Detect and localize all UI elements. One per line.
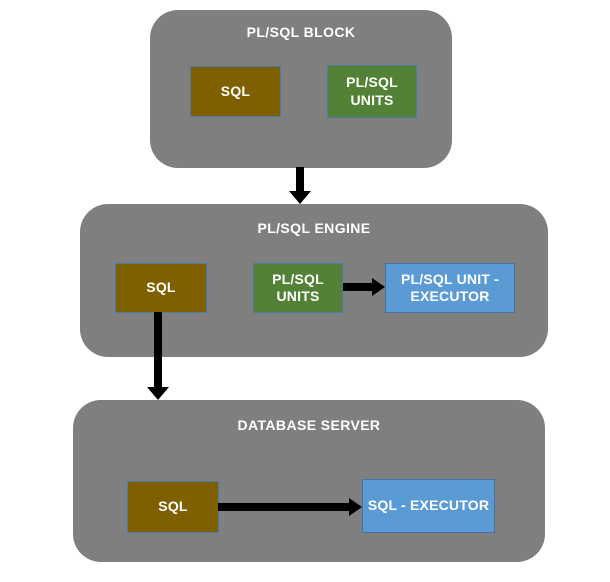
box-plsql-unit-executor: PL/SQL UNIT - EXECUTOR xyxy=(385,263,515,313)
box-sql-database: SQL xyxy=(127,481,219,533)
container-plsql-block-title: PL/SQL BLOCK xyxy=(246,24,356,40)
arrow-shaft xyxy=(154,312,162,389)
container-plsql-engine-title: PL/SQL ENGINE xyxy=(257,220,371,236)
box-sql-executor-label: SQL - EXECUTOR xyxy=(367,497,490,514)
arrow-head-right-icon xyxy=(349,498,362,516)
container-plsql-block: PL/SQL BLOCK SQL PL/SQL UNITS xyxy=(150,10,452,168)
box-sql-engine-label: SQL xyxy=(146,279,176,296)
box-sql-executor: SQL - EXECUTOR xyxy=(362,479,495,533)
arrow-head-right-icon xyxy=(372,278,385,296)
box-plsql-unit-executor-label: PL/SQL UNIT - EXECUTOR xyxy=(400,270,499,305)
box-sql-engine: SQL xyxy=(115,263,207,313)
arrow-head-down-icon xyxy=(289,191,311,204)
container-plsql-engine: PL/SQL ENGINE SQL PL/SQL UNITS PL/SQL UN… xyxy=(80,204,548,357)
box-plsql-units-block: PL/SQL UNITS xyxy=(327,65,417,118)
box-plsql-units-engine-label: PL/SQL UNITS xyxy=(272,270,324,305)
box-sql-block-label: SQL xyxy=(220,82,251,99)
arrow-shaft xyxy=(218,503,351,511)
arrow-shaft xyxy=(296,167,304,193)
box-sql-block: SQL xyxy=(190,66,281,117)
container-database-server-title: DATABASE SERVER xyxy=(237,417,381,433)
arrow-head-down-icon xyxy=(147,387,169,400)
box-plsql-units-engine: PL/SQL UNITS xyxy=(253,263,343,313)
container-database-server: DATABASE SERVER SQL SQL - EXECUTOR xyxy=(73,400,545,562)
box-sql-database-label: SQL xyxy=(158,498,188,515)
arrow-shaft xyxy=(343,283,374,291)
box-plsql-units-block-label: PL/SQL UNITS xyxy=(346,74,398,108)
